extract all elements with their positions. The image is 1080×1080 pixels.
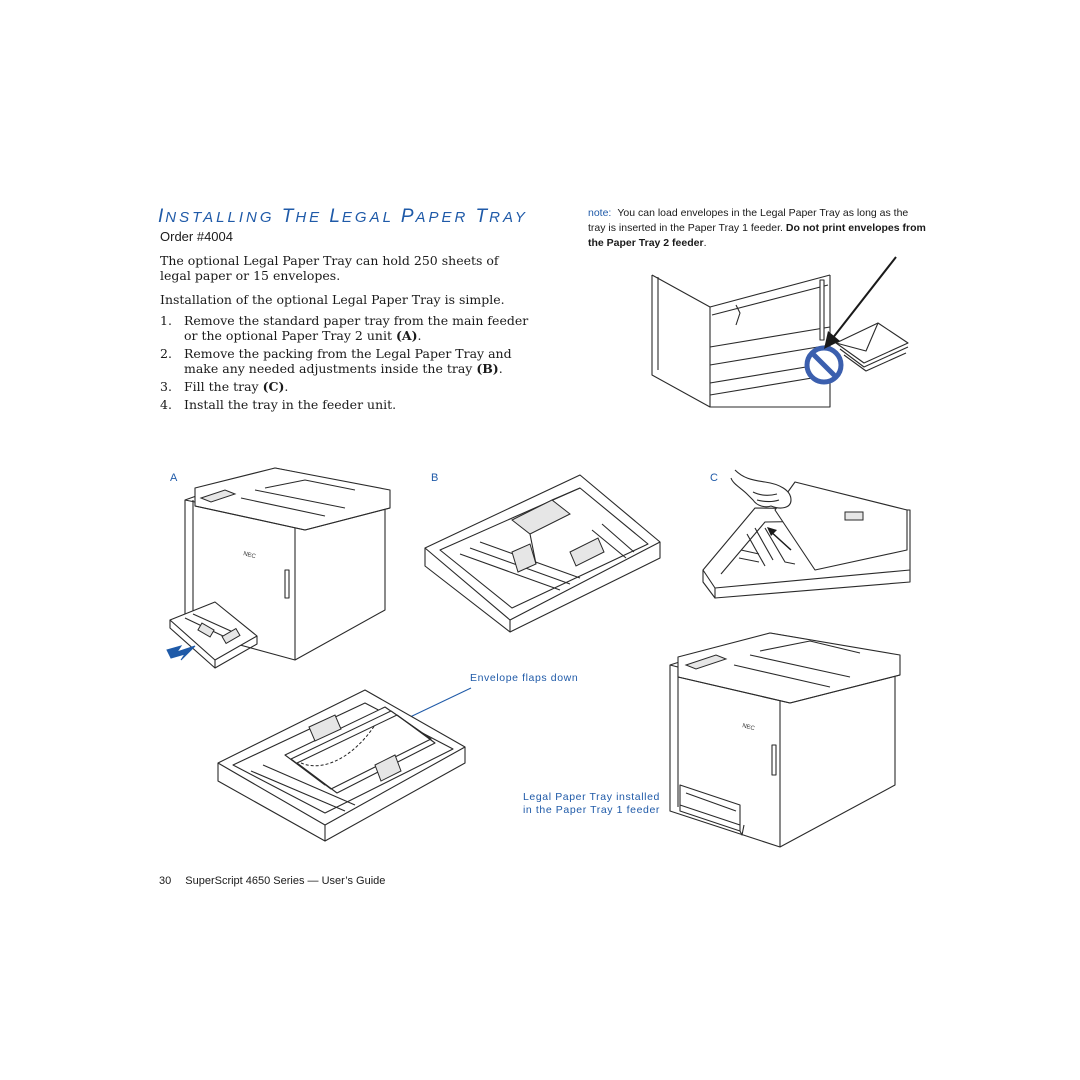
note-block: note:You can load envelopes in the Legal… [588, 207, 926, 249]
order-number: Order #4004 [160, 229, 233, 244]
figure-label-b: B [431, 472, 439, 484]
figure-b-tray-illustration [424, 474, 661, 633]
note-warning: Do not print envelopes from the Paper Tr… [588, 222, 926, 249]
printer-badge: NEC [242, 551, 256, 560]
installed-caption-line2: in the Paper Tray 1 feeder [522, 804, 660, 816]
figure-label-c: C [710, 472, 718, 484]
tray-with-envelopes-illustration [217, 689, 466, 842]
page-footer: 30 SuperScript 4650 Series — User’s Guide [159, 875, 385, 887]
step-item: 1.Remove the standard paper tray from th… [160, 313, 529, 343]
step-item: 4.Install the tray in the feeder unit. [160, 397, 397, 412]
footer-title: SuperScript 4650 Series — User’s Guide [185, 875, 386, 887]
note-text: You can load envelopes in the Legal Pape… [588, 207, 909, 234]
heading-part-4: PAPER [400, 206, 476, 227]
installed-caption-line1: Legal Paper Tray installed [522, 791, 660, 803]
intro-paragraph: The optional Legal Paper Tray can hold 2… [160, 253, 499, 283]
envelope-caption: Envelope flaps down [470, 672, 579, 684]
installed-tray [679, 784, 745, 836]
step-item: 2.Remove the packing from the Legal Pape… [160, 346, 512, 376]
step-item: 3.Fill the tray (C). [160, 379, 289, 394]
heading-part-2: THE [281, 206, 330, 227]
figure-label-a: A [170, 472, 178, 484]
heading-part-3: LEGAL [329, 206, 401, 227]
installed-printer-illustration: NEC [669, 632, 901, 848]
install-paragraph: Installation of the optional Legal Paper… [160, 292, 505, 307]
section-heading: INSTALLING THE LEGAL PAPER TRAY [158, 206, 528, 228]
pull-arrow-icon [166, 645, 196, 661]
page-number: 30 [159, 875, 172, 887]
envelope-graphic [835, 322, 909, 372]
no-envelopes-illustration [651, 256, 909, 408]
printer-badge: NEC [741, 723, 755, 732]
install-steps: 1.Remove the standard paper tray from th… [160, 313, 532, 415]
heading-part-5: TRAY [475, 206, 528, 227]
figure-c-loading-illustration [702, 469, 911, 599]
hand-graphic [730, 469, 792, 509]
note-label: note: [588, 207, 612, 219]
heading-part-1: INSTALLING [158, 206, 282, 227]
prohibition-icon [804, 345, 844, 385]
figure-a-printer-illustration: NEC [166, 467, 391, 669]
pointer-arrow-icon [824, 256, 897, 349]
